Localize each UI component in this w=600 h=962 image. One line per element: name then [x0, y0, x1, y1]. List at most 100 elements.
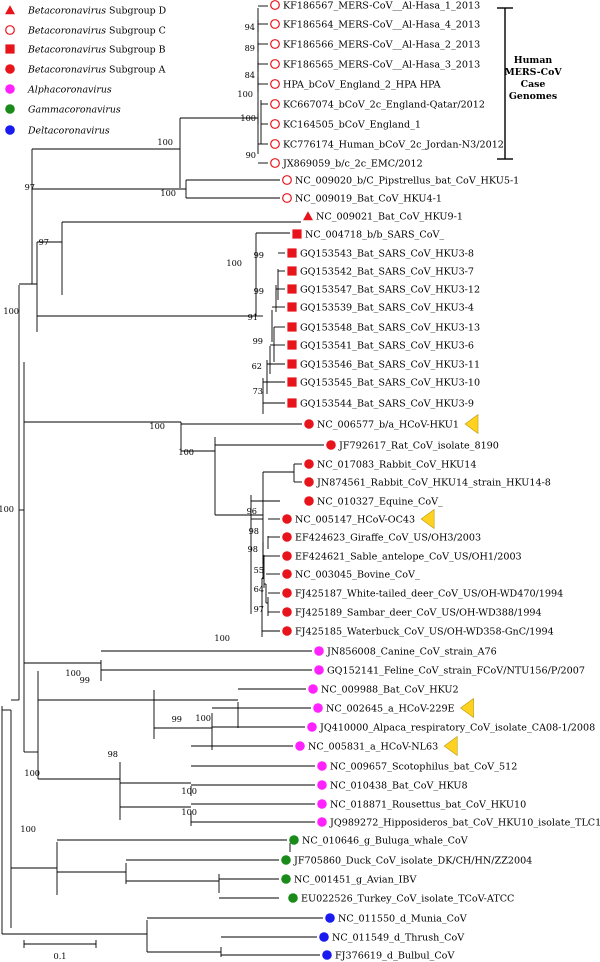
support-value: 73 — [253, 386, 263, 396]
tip-circle — [295, 741, 305, 751]
tip-label: EU022526_Turkey_CoV_isolate_TCoV-ATCC — [301, 893, 514, 904]
support-value: 99 — [254, 286, 264, 296]
tip-label: NC_017083_Rabbit_CoV_HKU14 — [317, 459, 476, 470]
tip-label: NC_004718_b/b_SARS_CoV_ — [305, 229, 444, 240]
tip-marker — [282, 626, 292, 636]
support-value: 100 — [195, 713, 211, 723]
support-value: 100 — [3, 306, 19, 316]
legend-subgroup: Subgroup A — [106, 64, 166, 75]
tip-label: GQ153544_Bat_SARS_CoV_HKU3-9 — [300, 398, 474, 409]
tip-circle — [317, 780, 327, 790]
tip-square — [287, 284, 297, 294]
legend-genus: Betacoronavirus — [27, 64, 106, 75]
tip-label: NC_002645_a_HCoV-229E — [326, 703, 455, 714]
tip-circle — [281, 855, 291, 865]
support-value: 100 — [240, 113, 256, 123]
tip-label: KF186564_MERS-CoV__Al-Hasa_4_2013 — [283, 19, 480, 30]
tip-open-circle — [282, 175, 292, 185]
tip-marker — [314, 646, 324, 656]
tip-marker — [326, 440, 336, 450]
tip-circle — [304, 419, 314, 429]
tip-label: KF186565_MERS-CoV__Al-Hasa_3_2013 — [283, 59, 480, 70]
tip-label: JF792617_Rat_CoV_isolate_8190 — [338, 440, 499, 451]
tip-square — [287, 302, 297, 312]
tip-marker — [270, 59, 280, 69]
tip-triangle — [303, 211, 313, 221]
support-value: 97 — [39, 237, 49, 247]
support-value: 100 — [181, 807, 197, 817]
tip-markers — [270, 0, 336, 960]
support-value: 100 — [178, 447, 194, 457]
tip-label: FJ425189_Sambar_deer_CoV_US/OH-WD388/199… — [295, 607, 542, 618]
legend-item: Deltacoronavirus — [5, 125, 110, 136]
bracket-label-line: MERS-CoV — [504, 67, 562, 78]
tip-marker — [319, 932, 329, 942]
bracket-label-line: Genomes — [509, 91, 557, 102]
tip-open-circle — [270, 139, 280, 149]
tip-circle — [313, 703, 323, 713]
legend-marker-square — [5, 44, 15, 54]
tip-marker — [317, 817, 327, 827]
tip-marker — [270, 0, 280, 10]
tip-marker — [270, 19, 280, 29]
tip-circle — [282, 607, 292, 617]
tip-circle — [289, 835, 299, 845]
tip-label: FJ425187_White-tailed_deer_CoV_US/OH-WD4… — [295, 588, 563, 599]
tip-label: GQ153545_Bat_SARS_CoV_HKU3-10 — [300, 377, 480, 388]
tip-circle — [322, 950, 332, 960]
legend-genus: Betacoronavirus — [27, 25, 106, 36]
tip-label: KF186567_MERS-CoV__Al-Hasa_1_2013 — [283, 0, 480, 11]
tip-circle — [319, 932, 329, 942]
tip-marker — [287, 322, 297, 332]
tip-circle — [317, 761, 327, 771]
legend-item: Betacoronavirus Subgroup D — [5, 5, 166, 16]
tip-circle — [314, 646, 324, 656]
tip-marker — [282, 551, 292, 561]
tip-square — [287, 377, 297, 387]
tip-label: KC776174_Human_bCoV_2c_Jordan-N3/2012 — [283, 139, 504, 150]
tip-circle — [304, 496, 314, 506]
tip-marker — [287, 340, 297, 350]
human-strain-flag-icon — [464, 413, 479, 435]
tip-square — [287, 398, 297, 408]
tip-label: HPA_bCoV_England_2_HPA HPA — [283, 79, 442, 90]
support-value: 98 — [108, 749, 118, 759]
legend-genus: Alphacoronavirus — [27, 84, 112, 95]
support-value: 91 — [248, 312, 258, 322]
legend-label: Deltacoronavirus — [27, 125, 110, 136]
tip-label: GQ153548_Bat_SARS_CoV_HKU3-13 — [300, 322, 480, 333]
legend-subgroup: Subgroup B — [106, 44, 166, 55]
tip-marker — [304, 496, 314, 506]
tip-marker — [282, 532, 292, 542]
human-strain-flag-icon — [443, 735, 458, 757]
tip-circle — [314, 665, 324, 675]
support-value: 90 — [246, 150, 256, 160]
legend-subgroup: Subgroup C — [106, 25, 166, 36]
tip-marker — [288, 893, 298, 903]
tip-label: EF424621_Sable_antelope_CoV_US/OH1/2003 — [295, 551, 522, 562]
support-value: 100 — [24, 768, 40, 778]
support-value: 100 — [0, 504, 14, 514]
legend-item: Alphacoronavirus — [5, 84, 112, 95]
tip-marker — [307, 722, 317, 732]
support-value: 99 — [80, 675, 90, 685]
tip-label: JQ410000_Alpaca_respiratory_CoV_isolate_… — [319, 722, 595, 733]
tip-label: NC_009019_Bat_CoV_HKU4-1 — [295, 193, 442, 204]
support-values: 9489841009010010097971009910099919962731… — [0, 22, 264, 834]
tip-label: NC_009657_Scotophilus_bat_CoV_512 — [330, 761, 517, 772]
tip-label: NC_009020_b/C_Pipstrellus_bat_CoV_HKU5-1 — [295, 175, 519, 186]
human-strain-flag-icon — [460, 697, 474, 719]
tip-open-circle — [270, 39, 280, 49]
tip-circle — [317, 799, 327, 809]
tip-label: NC_011550_d_Munia_CoV — [338, 913, 468, 924]
support-value: 100 — [214, 633, 230, 643]
support-value: 98 — [248, 544, 258, 554]
tip-marker — [308, 684, 318, 694]
tip-label: NC_010438_Bat_CoV_HKU8 — [330, 780, 468, 791]
support-value: 100 — [237, 89, 253, 99]
tip-marker — [317, 780, 327, 790]
support-value: 100 — [65, 668, 81, 678]
support-value: 89 — [245, 43, 255, 53]
